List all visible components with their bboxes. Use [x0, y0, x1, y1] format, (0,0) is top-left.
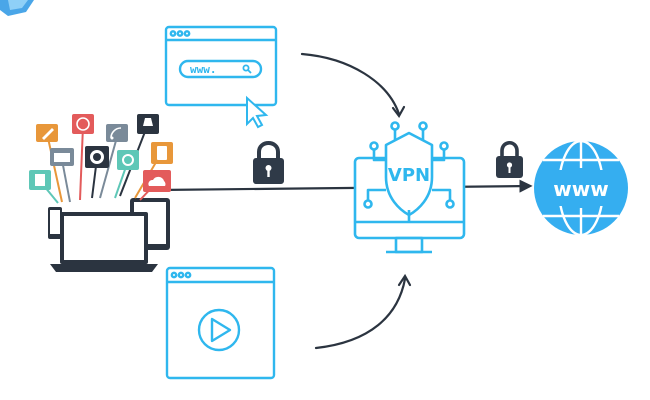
url-bar: [178, 59, 263, 79]
curve-bottom-tip: [397, 273, 412, 287]
rss-app-icon: [106, 124, 128, 142]
main-connection-line: [157, 179, 533, 193]
devices-icon: [48, 198, 170, 272]
url-text: www.: [190, 63, 217, 76]
globe-label: www: [553, 177, 608, 201]
vpn-label: VPN: [388, 165, 430, 186]
corner-cube-icon: [0, 0, 34, 16]
play-button-icon: [197, 308, 241, 352]
curve-bottom: [314, 277, 407, 350]
clock-app-icon: [72, 114, 94, 134]
curve-top-tip: [391, 105, 406, 119]
video-player-icon: [165, 266, 276, 380]
settings-app-icon: [117, 150, 139, 170]
search-icon: [242, 64, 252, 74]
browser-window-icon: [164, 25, 278, 129]
padlock-icon-right: [496, 140, 523, 178]
curve-top: [300, 52, 401, 116]
globe-www-icon: [534, 139, 628, 237]
padlock-icon-left: [253, 141, 284, 184]
connection-arrows: [300, 52, 412, 350]
vpn-shield-monitor-icon: [353, 121, 466, 254]
app-icons-cloud: [29, 114, 173, 204]
cursor-icon: [246, 95, 269, 129]
